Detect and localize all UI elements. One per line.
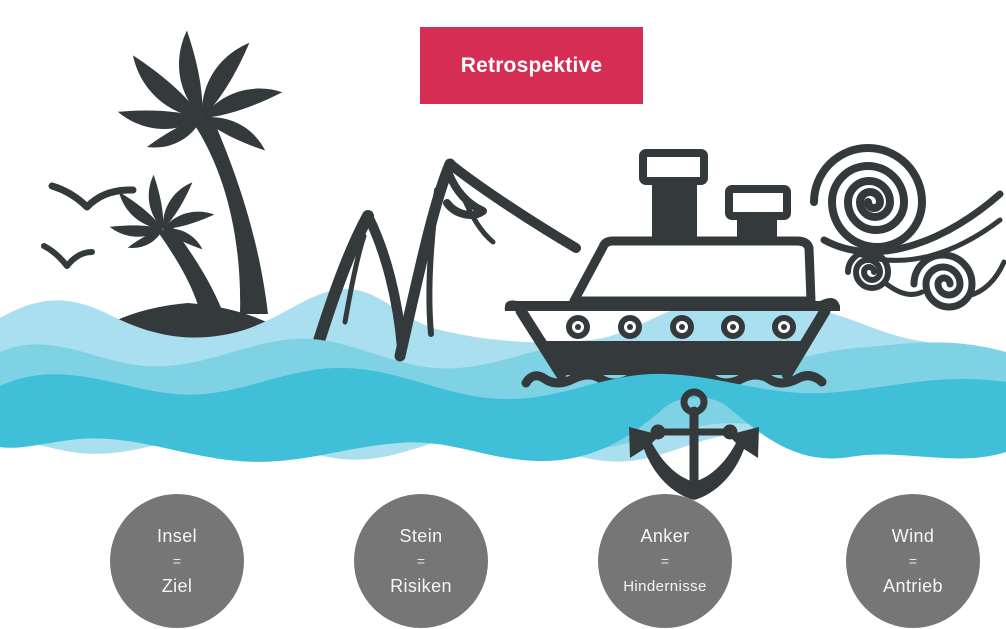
palm-trunk-small (158, 226, 222, 312)
legend-term: Insel (156, 525, 198, 546)
legend-item-anker: Anker = Hindernisse (598, 494, 732, 628)
hull-band (537, 341, 813, 375)
smokestack-left (652, 179, 697, 243)
smokestack-left-cap (639, 149, 708, 185)
steamboat-icon (504, 149, 840, 388)
wave-dark (0, 367, 1006, 462)
wind-swirl-icon (810, 144, 1006, 311)
legend-term: Stein (399, 525, 443, 546)
boat-gunwale (504, 297, 840, 311)
legend-meaning: Antrieb (883, 575, 943, 596)
palm-fronds-small (108, 174, 216, 255)
legend-meaning: Ziel (161, 575, 193, 596)
legend-item-stein: Stein = Risiken (354, 494, 488, 628)
legend-meaning: Risiken (390, 575, 452, 596)
equals-sign: = (416, 552, 426, 569)
legend-term: Anker (640, 525, 690, 546)
porthole-icon (566, 315, 590, 339)
porthole-icon (772, 315, 796, 339)
legend-item-insel: Insel = Ziel (110, 494, 244, 628)
equals-sign: = (660, 552, 670, 569)
mountain-icon (299, 158, 581, 392)
legend-term: Wind (891, 525, 935, 546)
palm-fronds-large (116, 30, 285, 159)
anchor-icon (629, 388, 759, 500)
portholes (566, 315, 796, 339)
porthole-icon (618, 315, 642, 339)
legend-meaning: Hindernisse (623, 577, 707, 595)
legend-item-wind: Wind = Antrieb (846, 494, 980, 628)
palm-trunk-large (194, 112, 268, 314)
boat-cabin (569, 236, 816, 306)
equals-sign: = (908, 552, 918, 569)
page-title: Retrospektive (460, 53, 603, 77)
birds-icon (41, 182, 137, 269)
equals-sign: = (172, 552, 182, 569)
title-banner: Retrospektive (420, 27, 643, 104)
porthole-icon (670, 315, 694, 339)
smokestack-right-cap (725, 185, 791, 220)
porthole-icon (721, 315, 745, 339)
